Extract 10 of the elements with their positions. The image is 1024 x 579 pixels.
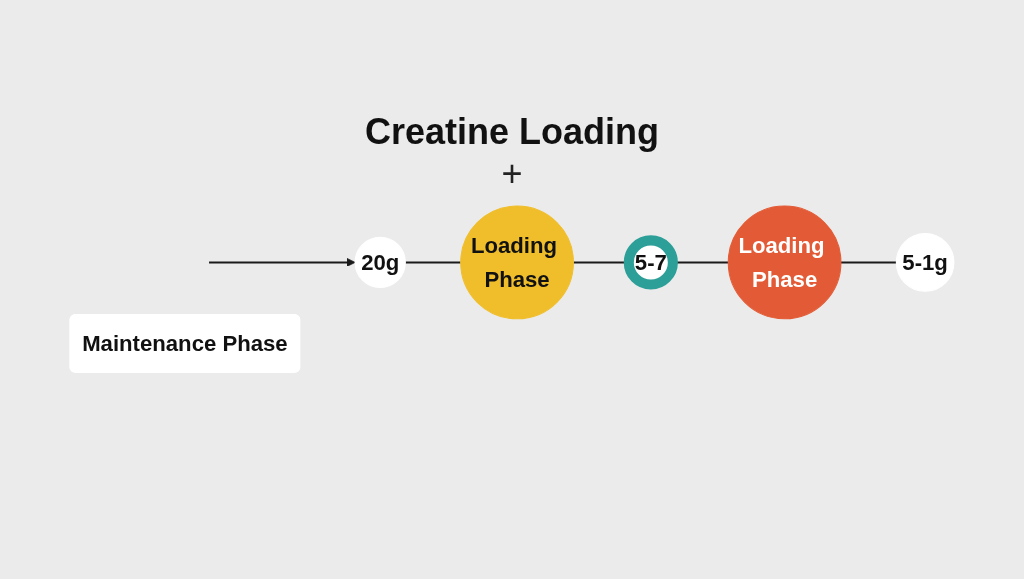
connector [840,261,897,263]
title: Creatine Loading [365,112,659,152]
node-circle: 5-1g [895,232,955,292]
connector [405,261,461,263]
arrow [209,257,356,267]
node-circle: 20g [354,236,406,288]
node-circle: Loading Phase [460,205,574,319]
node-circle: Loading Phase [727,205,842,319]
node-circle: 5-7 [623,234,678,290]
plus-sign: + [501,155,523,192]
